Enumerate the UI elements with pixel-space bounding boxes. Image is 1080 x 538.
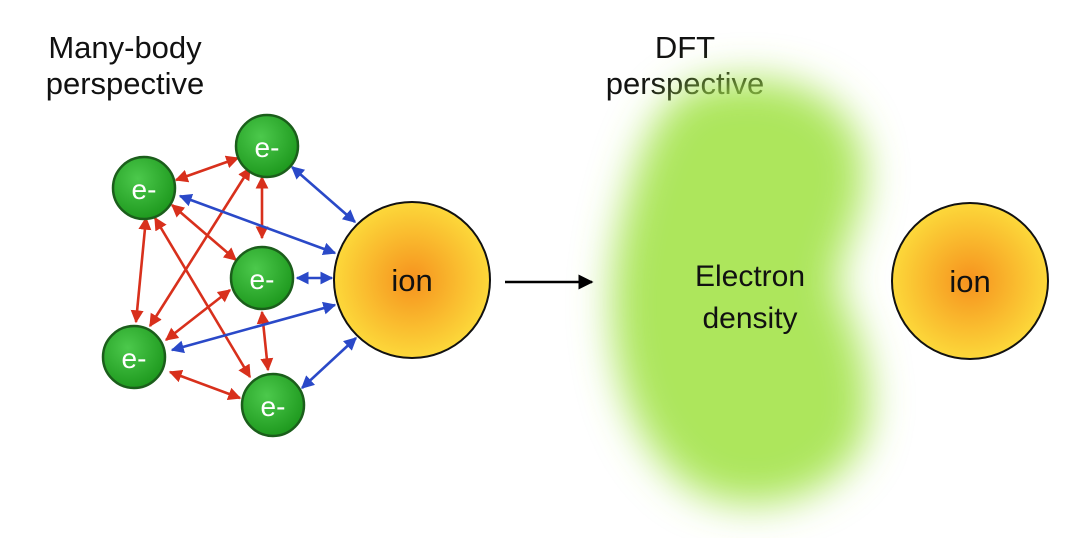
electron-5-label: e- xyxy=(261,391,286,422)
many-body-title-line1: Many-body xyxy=(48,30,202,65)
electron-1-label: e- xyxy=(132,174,157,205)
ee-arrow-1 xyxy=(174,155,240,183)
density-label-line2: density xyxy=(702,302,797,335)
electron-density-cloud xyxy=(612,78,869,504)
ei-arrow-1 xyxy=(291,166,356,223)
many-body-ion: ion xyxy=(333,201,491,359)
electron-4: e- xyxy=(101,324,167,390)
dft-ion: ion xyxy=(891,202,1049,360)
ee-arrow-7 xyxy=(164,288,232,342)
ee-arrow-8 xyxy=(256,310,274,372)
electron-1: e- xyxy=(111,155,177,221)
ei-arrow-2 xyxy=(178,193,337,256)
electron-3: e- xyxy=(229,245,295,311)
many-body-ion-label: ion xyxy=(391,263,432,298)
many-body-title-line2: perspective xyxy=(45,66,205,101)
density-label-line1: Electron xyxy=(695,260,805,293)
electron-2-label: e- xyxy=(255,132,280,163)
ee-arrow-9 xyxy=(168,369,242,401)
ei-arrow-5 xyxy=(301,337,357,389)
electron-ion-arrows xyxy=(170,166,357,389)
electron-3-label: e- xyxy=(250,264,275,295)
electron-4-label: e- xyxy=(122,343,147,374)
many-body-title: Many-body perspective xyxy=(20,30,230,102)
electron-2: e- xyxy=(234,113,300,179)
ei-arrow-4 xyxy=(170,301,337,354)
dft-title-line1: DFT xyxy=(654,30,716,65)
electron-5: e- xyxy=(240,372,306,438)
dft-ion-label: ion xyxy=(949,264,990,299)
ee-arrow-4 xyxy=(130,216,152,324)
